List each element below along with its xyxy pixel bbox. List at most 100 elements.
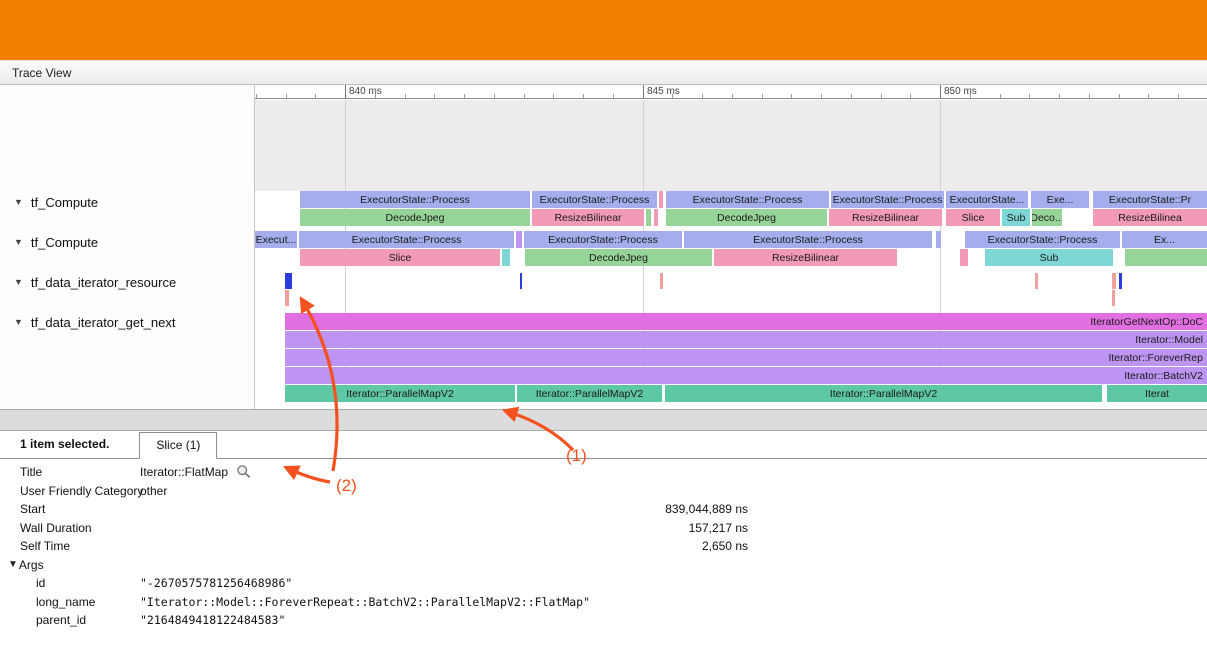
trace-slice-ex[interactable]: Ex... <box>1122 231 1207 248</box>
trace-lane: Iterator::Model <box>255 331 1207 348</box>
trace-slice[interactable] <box>1035 273 1038 289</box>
ruler-minor-tick <box>821 94 822 98</box>
trace-slice[interactable] <box>1125 249 1207 266</box>
trace-slice-executorstate-process[interactable]: ExecutorState::Process <box>532 191 657 208</box>
trace-lane: Iterator::ForeverRep <box>255 349 1207 366</box>
trace-slice[interactable] <box>660 273 663 289</box>
trace-slice-iterator-parallelmapv2[interactable]: Iterator::ParallelMapV2 <box>665 385 1102 402</box>
trace-slice[interactable] <box>659 191 663 208</box>
track-name: tf_Compute <box>31 235 98 250</box>
ruler-minor-tick <box>405 94 406 98</box>
trace-slice-iterator-parallelmapv2[interactable]: Iterator::ParallelMapV2 <box>517 385 662 402</box>
track-label-tf-data-iterator-resource[interactable]: ▼ tf_data_iterator_resource <box>14 273 176 291</box>
details-panel: 1 item selected. Slice (1) Title Iterato… <box>0 431 1207 664</box>
ruler-minor-tick <box>315 94 316 98</box>
trace-slice-deco[interactable]: Deco... <box>1032 209 1062 226</box>
arg-value-parent-id: "2164849418122484583" <box>140 613 285 627</box>
top-orange-bar <box>0 0 1207 60</box>
trace-slice-decodejpeg[interactable]: DecodeJpeg <box>666 209 827 226</box>
ruler-minor-tick <box>553 94 554 98</box>
detail-row-title: Title Iterator::FlatMap <box>0 463 1207 482</box>
trace-slice[interactable] <box>285 290 289 306</box>
trace-slice-executorstate-process[interactable]: ExecutorState::Process <box>684 231 932 248</box>
collapse-triangle-icon[interactable]: ▼ <box>14 277 23 287</box>
trace-slice-resizebilinear[interactable]: ResizeBilinear <box>714 249 897 266</box>
trace-slice[interactable] <box>646 209 651 226</box>
trace-slice-executorstate-process[interactable]: ExecutorState::Process <box>524 231 682 248</box>
ruler-minor-tick <box>1148 94 1149 98</box>
track-name: tf_data_iterator_get_next <box>31 315 176 330</box>
magnifier-icon[interactable] <box>236 464 252 480</box>
args-section-header[interactable]: ▼ Args <box>0 556 1207 575</box>
trace-slice-sub[interactable]: Sub <box>1002 209 1030 226</box>
track-label-tf-data-iterator-get-next[interactable]: ▼ tf_data_iterator_get_next <box>14 313 175 331</box>
trace-slice[interactable] <box>285 273 292 289</box>
trace-slice[interactable] <box>516 231 522 248</box>
trace-slice[interactable] <box>1112 290 1115 306</box>
trace-slice[interactable] <box>654 209 658 226</box>
tab-slice[interactable]: Slice (1) <box>139 432 217 459</box>
trace-slice-executorstate-process[interactable]: ExecutorState::Process <box>299 231 514 248</box>
collapse-triangle-icon[interactable]: ▼ <box>14 197 23 207</box>
trace-slice-sub[interactable]: Sub <box>985 249 1113 266</box>
track-label-tf-compute[interactable]: ▼tf_Compute <box>14 193 98 211</box>
trace-slice-executorstate-process[interactable]: ExecutorState::Process <box>300 191 530 208</box>
selected-count-label: 1 item selected. <box>20 437 109 451</box>
trace-slice-iterat[interactable]: Iterat <box>1107 385 1207 402</box>
trace-slice[interactable] <box>1112 273 1116 289</box>
trace-slice[interactable] <box>1119 273 1122 289</box>
time-ruler[interactable]: 840 ms845 ms850 ms <box>255 85 1207 99</box>
trace-slice-slice[interactable]: Slice <box>300 249 500 266</box>
ruler-minor-tick <box>851 94 852 98</box>
field-value-wall-duration: 157,217 ns <box>140 521 748 535</box>
trace-slice[interactable] <box>960 249 968 266</box>
ruler-minor-tick <box>1178 94 1179 98</box>
trace-slice-slice[interactable]: Slice <box>946 209 1000 226</box>
ruler-time-label: 850 ms <box>940 85 977 98</box>
ruler-minor-tick <box>1089 94 1090 98</box>
trace-slice-exe[interactable]: Exe... <box>1031 191 1089 208</box>
trace-slice[interactable] <box>520 273 522 289</box>
trace-slice[interactable] <box>502 249 510 266</box>
trace-slice-iterator-model[interactable]: Iterator::Model <box>285 331 1207 348</box>
trace-slice-resizebilinea[interactable]: ResizeBilinea <box>1093 209 1207 226</box>
ruler-minor-tick <box>910 94 911 98</box>
track-name: tf_data_iterator_resource <box>31 275 176 290</box>
ruler-minor-tick <box>494 94 495 98</box>
trace-slice-execut[interactable]: Execut... <box>255 231 297 248</box>
trace-slice-resizebilinear[interactable]: ResizeBilinear <box>532 209 644 226</box>
ruler-minor-tick <box>881 94 882 98</box>
detail-row-wall-duration: Wall Duration 157,217 ns <box>0 519 1207 538</box>
collapse-triangle-icon[interactable]: ▼ <box>14 237 23 247</box>
trace-lane: Iterator::BatchV2 <box>255 367 1207 384</box>
trace-slice-executorstate[interactable]: ExecutorState... <box>946 191 1028 208</box>
trace-view-title: Trace View <box>12 66 71 80</box>
trace-slice-executorstate-pr[interactable]: ExecutorState::Pr <box>1093 191 1207 208</box>
ruler-minor-tick <box>791 94 792 98</box>
ruler-minor-tick <box>762 94 763 98</box>
ruler-minor-tick <box>702 94 703 98</box>
detail-row-self-time: Self Time 2,650 ns <box>0 537 1207 556</box>
panel-splitter[interactable] <box>0 409 1207 431</box>
ruler-minor-tick <box>286 94 287 98</box>
trace-lane: ExecutorState::ProcessExecutorState::Pro… <box>255 191 1207 208</box>
trace-slice-executorstate-process[interactable]: ExecutorState::Process <box>666 191 829 208</box>
trace-slice-executorstate-process[interactable]: ExecutorState::Process <box>965 231 1120 248</box>
empty-track-area <box>255 100 1207 191</box>
trace-slice-decodejpeg[interactable]: DecodeJpeg <box>300 209 530 226</box>
trace-slice-decodejpeg[interactable]: DecodeJpeg <box>525 249 712 266</box>
field-label-self-time: Self Time <box>0 539 140 553</box>
trace-slice-resizebilinear[interactable]: ResizeBilinear <box>829 209 942 226</box>
trace-slice-iterator-batchv2[interactable]: Iterator::BatchV2 <box>285 367 1207 384</box>
trace-slice-executorstate-process[interactable]: ExecutorState::Process <box>831 191 944 208</box>
collapse-triangle-icon[interactable]: ▼ <box>14 317 23 327</box>
trace-slice-iteratorgetnextop-doc[interactable]: IteratorGetNextOp::DoC <box>285 313 1207 330</box>
trace-lane: Execut...ExecutorState::ProcessExecutorS… <box>255 231 1207 248</box>
detail-row-category: User Friendly Category other <box>0 482 1207 501</box>
arg-key-parent-id: parent_id <box>0 613 140 627</box>
trace-slice-iterator-foreverrep[interactable]: Iterator::ForeverRep <box>285 349 1207 366</box>
track-label-tf-compute[interactable]: ▼ tf_Compute <box>14 233 98 251</box>
timeline-canvas[interactable]: ExecutorState::ProcessExecutorState::Pro… <box>255 85 1207 409</box>
trace-slice[interactable] <box>936 231 941 248</box>
trace-slice-iterator-parallelmapv2[interactable]: Iterator::ParallelMapV2 <box>285 385 515 402</box>
